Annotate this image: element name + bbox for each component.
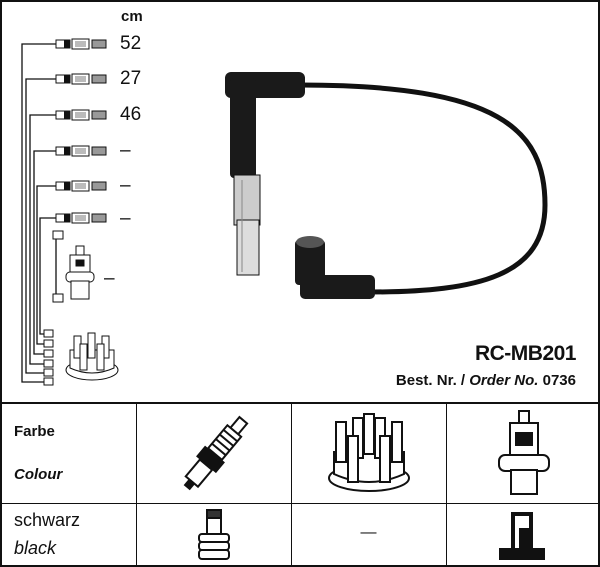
length-3: 46 bbox=[120, 104, 142, 125]
wire-terminals bbox=[55, 38, 107, 224]
order-number: 0736 bbox=[542, 372, 576, 389]
table-row-divider bbox=[0, 503, 600, 504]
distributor-cap-icon bbox=[328, 413, 410, 492]
table-top-divider bbox=[0, 402, 600, 404]
plug-connector-icon bbox=[198, 509, 230, 560]
header-farbe: Farbe bbox=[14, 423, 55, 440]
cable-set-overview bbox=[21, 38, 119, 386]
length-1: 52 bbox=[120, 33, 142, 54]
color-en: black bbox=[14, 538, 57, 558]
table-col-divider bbox=[446, 404, 447, 567]
length-unit: cm bbox=[121, 8, 143, 25]
distributor-small-icon bbox=[65, 332, 119, 381]
length-2: 27 bbox=[120, 68, 142, 89]
product-name: RC-MB201 bbox=[474, 342, 577, 365]
distributor-end-terminals bbox=[43, 230, 64, 386]
color-de: schwarz bbox=[14, 510, 81, 530]
length-5: – bbox=[120, 175, 131, 196]
distributor-color-value: — bbox=[360, 524, 377, 541]
order-number-line: Best. Nr. / Order No. 0736 bbox=[395, 372, 576, 389]
ignition-cable-illustration bbox=[225, 72, 548, 299]
table-col-divider bbox=[136, 404, 137, 567]
coil-connector-icon bbox=[499, 512, 545, 560]
ignition-coil-icon bbox=[498, 410, 550, 495]
length-6: – bbox=[120, 208, 131, 229]
header-colour: Colour bbox=[14, 466, 63, 483]
order-label-de: Best. Nr. bbox=[395, 372, 457, 389]
order-label-en: Order No. bbox=[469, 372, 539, 389]
coil-small-icon bbox=[65, 245, 95, 300]
table-col-divider bbox=[291, 404, 292, 567]
length-4: – bbox=[120, 140, 131, 161]
coil-lead-length: – bbox=[104, 268, 115, 289]
spark-plug-icon bbox=[183, 415, 249, 491]
